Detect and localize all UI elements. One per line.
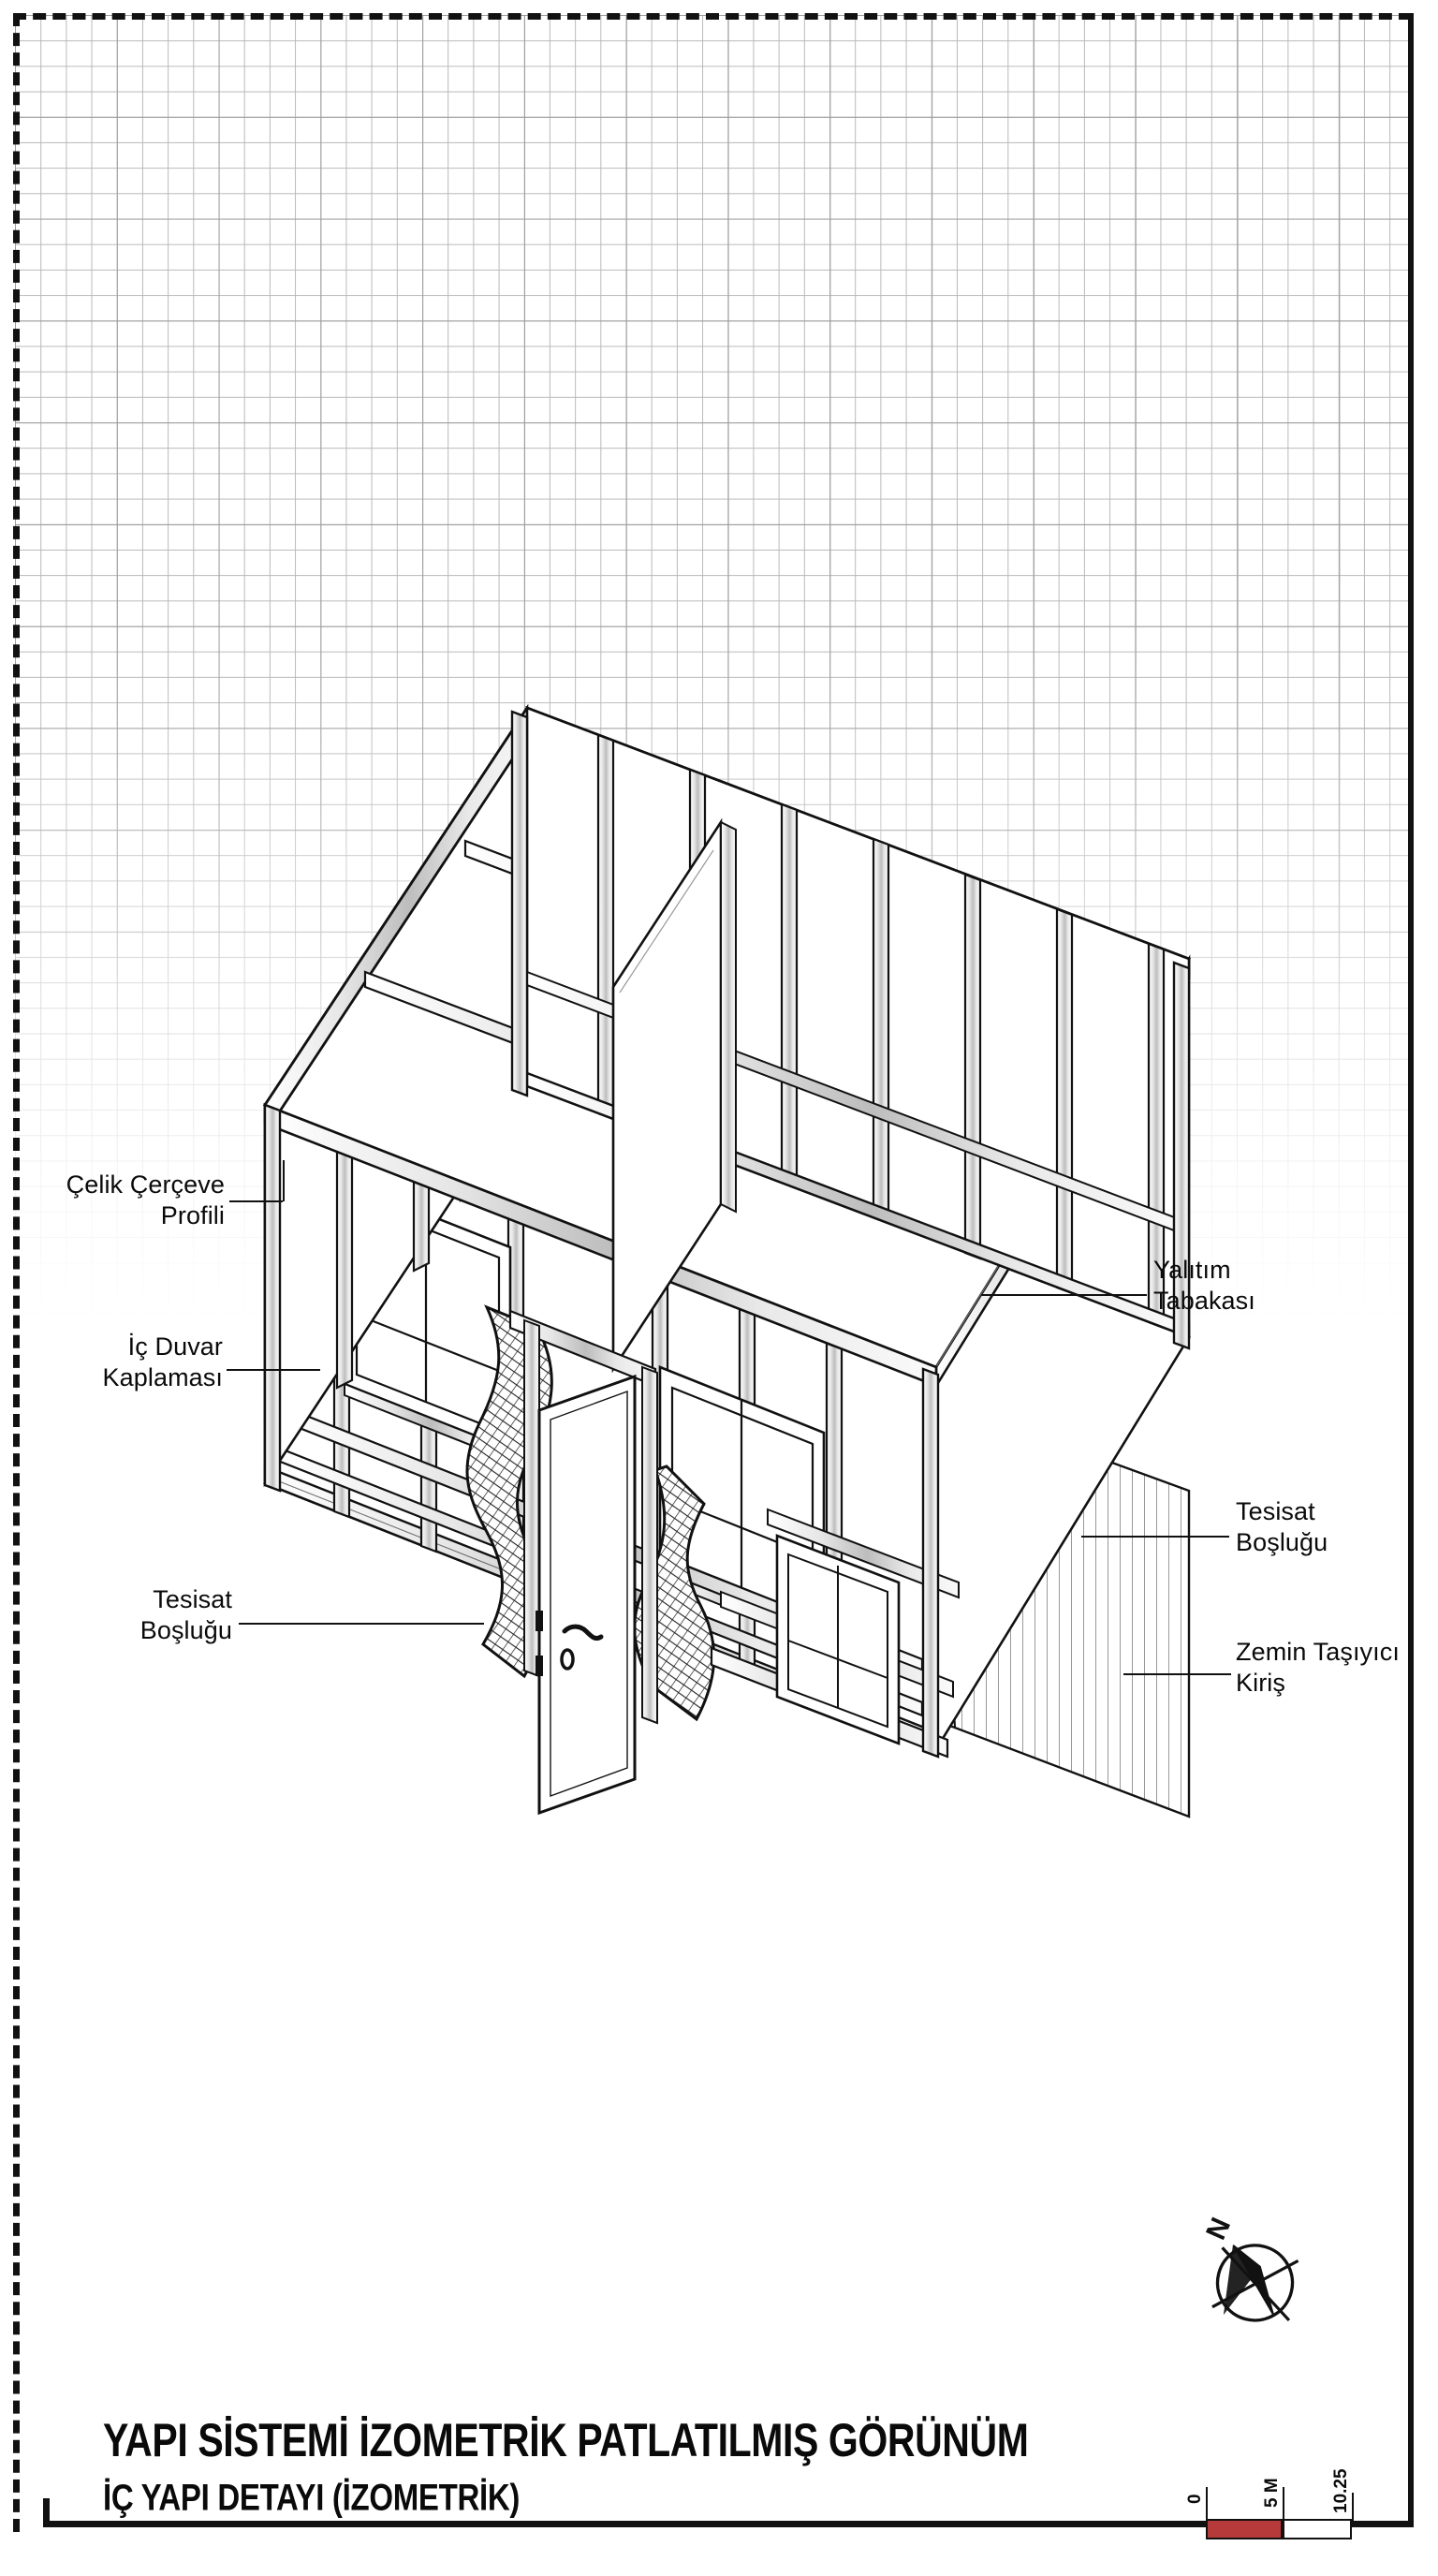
scale-bar: 0 5 M 10.25 [1185, 2431, 1378, 2571]
label-tesisat-boslugu-left: Tesisat Boşluğu [139, 1585, 232, 1644]
leader-zemin-kiris [1123, 1673, 1231, 1675]
floor-joist-assembly [263, 1003, 535, 1463]
scale-bar-tick-start [1206, 2487, 1208, 2523]
wall-cladding-panel-right [926, 1403, 1191, 1818]
graph-paper-grid-fine [15, 15, 1410, 1326]
floor-plate [263, 1084, 1191, 1751]
scale-bar-tick-mid [1283, 2487, 1284, 2523]
label-yalitim-tabakasi: Yalıtım Tabakası [1153, 1256, 1255, 1315]
sheet-border-right [1408, 13, 1414, 2523]
left-wall-frame [263, 1103, 938, 1751]
scale-bar-segment-empty [1283, 2519, 1352, 2539]
label-tesisat-boslugu-right: Tesisat Boşluğu [1236, 1497, 1328, 1556]
leader-tesisat-right [1081, 1536, 1229, 1538]
floor-support-beams-right [710, 1508, 960, 1759]
label-zemin-tasiyici-kiris: Zemin Taşıyıcı Kiriş [1236, 1638, 1400, 1697]
back-wall-frame [525, 706, 1191, 1339]
corner-post-right [921, 961, 1191, 1759]
sheet-border-corner [43, 2498, 50, 2524]
ceiling-frame [262, 705, 1192, 1391]
leader-ic-duvar [227, 1369, 320, 1371]
sheet-border-bottom [43, 2521, 1414, 2527]
scale-bar-mid-label: 5 M [1262, 2478, 1282, 2508]
scale-bar-tick-end [1352, 2493, 1354, 2523]
leader-yalitim [981, 1294, 1147, 1296]
end-wall-left [263, 703, 543, 1488]
door-assembly [508, 1309, 658, 1816]
corner-post-left [263, 710, 529, 1493]
scale-bar-end-label: 10.25 [1331, 2468, 1351, 2513]
interior-window [775, 1534, 901, 1745]
window-right [658, 1365, 826, 1648]
label-ic-duvar-kaplamasi: İç Duvar Kaplaması [102, 1332, 223, 1391]
sheet-border-top [13, 13, 1412, 20]
north-arrow: N [1200, 2214, 1299, 2322]
graph-paper-grid-coarse [15, 15, 1410, 1045]
sheet-title: YAPI SİSTEMİ İZOMETRİK PATLATILMIŞ GÖRÜN… [103, 2414, 1029, 2467]
insulation-layer-left [465, 1304, 553, 1679]
window-left [343, 1180, 512, 1463]
leader-celik-cerceve [229, 1200, 283, 1202]
leader-celik-cerceve-stub [283, 1160, 285, 1201]
north-arrow-label: N [1200, 2214, 1237, 2245]
sheet-subtitle: İÇ YAPI DETAYI (İZOMETRİK) [103, 2476, 521, 2519]
label-celik-cerceve-profili: Çelik Çerçeve Profili [66, 1170, 225, 1229]
scale-bar-segment-filled [1206, 2519, 1283, 2539]
scale-bar-start-label: 0 [1185, 2494, 1205, 2504]
title-block: YAPI SİSTEMİ İZOMETRİK PATLATILMIŞ GÖRÜN… [103, 2414, 1105, 2518]
interior-partition [611, 817, 737, 1374]
insulation-layer-door [633, 1465, 716, 1722]
sheet-border-left [13, 13, 20, 2532]
leader-tesisat-left [239, 1623, 484, 1625]
